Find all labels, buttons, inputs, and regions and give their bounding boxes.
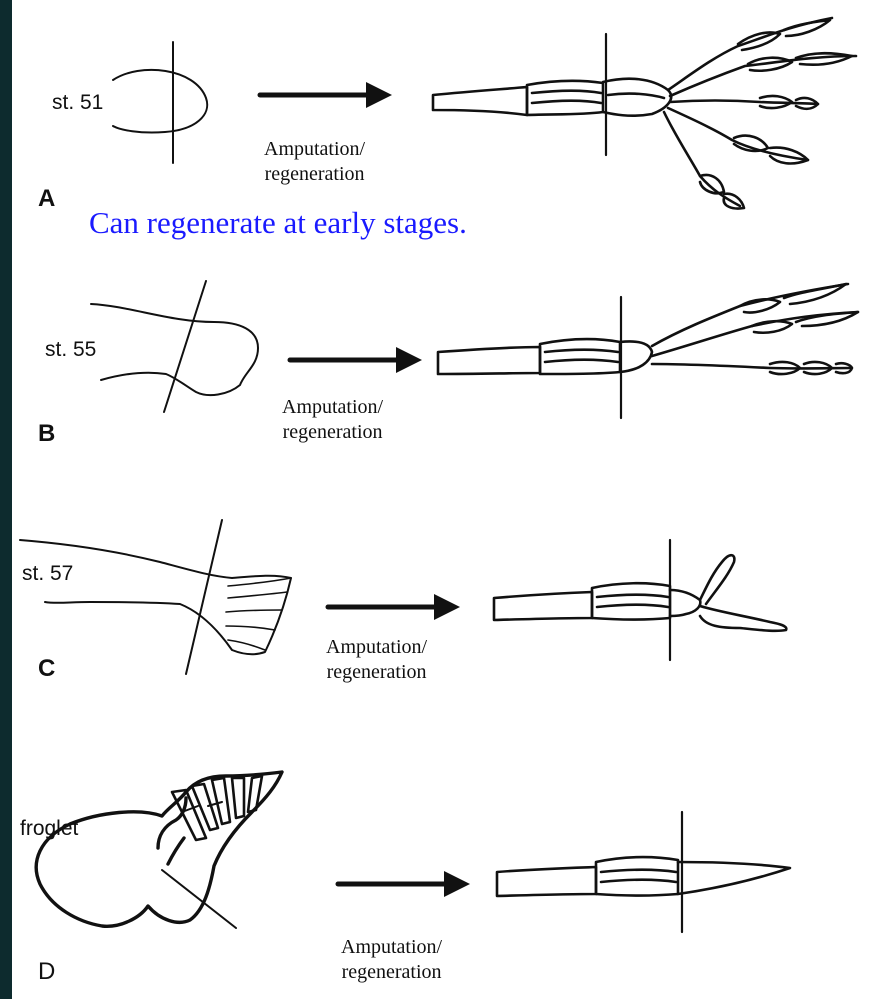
- caption-d-line1: Amputation/: [341, 935, 442, 960]
- caption-b-line1: Amputation/: [282, 395, 383, 420]
- stage-label-a: st. 51: [52, 91, 103, 115]
- arrow-a: [260, 82, 392, 108]
- stage-label-d: froglet: [20, 817, 78, 841]
- regeneration-note: Can regenerate at early stages.: [89, 205, 467, 241]
- panel-letter-d: D: [38, 958, 55, 986]
- caption-d-line2: regeneration: [341, 960, 442, 985]
- caption-c-line2: regeneration: [326, 660, 427, 685]
- caption-d: Amputation/ regeneration: [341, 935, 442, 985]
- arrow-c: [328, 594, 460, 620]
- arrow-d: [338, 871, 470, 897]
- froglet-limb: [36, 772, 282, 928]
- panel-letter-b: B: [38, 420, 55, 448]
- caption-a-line2: regeneration: [264, 162, 365, 187]
- regenerated-limb-c: [494, 540, 786, 660]
- caption-b-line2: regeneration: [282, 420, 383, 445]
- caption-c-line1: Amputation/: [326, 635, 427, 660]
- arrow-b: [290, 347, 422, 373]
- stage-label-c: st. 57: [22, 562, 73, 586]
- limb-bud-st51: [113, 42, 207, 163]
- limb-bud-st55: [91, 281, 258, 412]
- caption-b: Amputation/ regeneration: [282, 395, 383, 445]
- stage-label-b: st. 55: [45, 338, 96, 362]
- regenerated-limb-b: [438, 284, 858, 418]
- regenerated-limb-d: [497, 812, 790, 932]
- panel-letter-a: A: [38, 185, 55, 213]
- regenerated-limb-a: [433, 18, 856, 209]
- caption-c: Amputation/ regeneration: [326, 635, 427, 685]
- caption-a-line1: Amputation/: [264, 137, 365, 162]
- caption-a: Amputation/ regeneration: [264, 137, 365, 187]
- panel-letter-c: C: [38, 655, 55, 683]
- limb-st57: [20, 520, 291, 674]
